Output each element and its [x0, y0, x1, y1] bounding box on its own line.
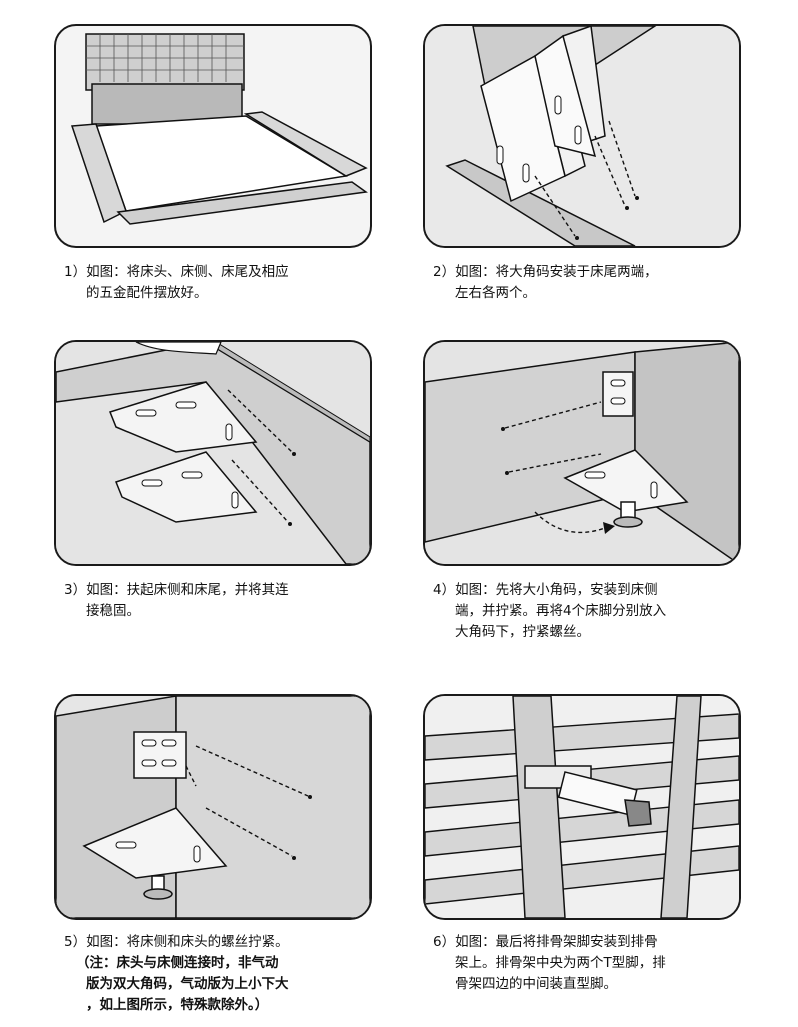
caption-line: 如图：将床头、床侧、床尾及相应 — [86, 264, 289, 280]
caption-line: 如图：扶起床侧和床尾，并将其连 — [86, 582, 289, 598]
step-number: 3） — [64, 582, 87, 598]
caption-line: 如图：将大角码安装于床尾两端， — [455, 264, 658, 280]
step-6-illustration — [423, 694, 741, 920]
step-5-caption: 5）如图：将床侧和床头的螺丝拧紧。 （注：床头与床侧连接时，非气动 版为双大角码… — [64, 932, 374, 1016]
note-line: 版为双大角码，气动版为上小下大 — [86, 976, 289, 992]
caption-line: 骨架四边的中间装直型脚。 — [455, 976, 617, 992]
corner-bracket-icon — [109, 381, 258, 453]
corner-bracket-icon — [115, 451, 258, 523]
step-4-illustration — [423, 340, 741, 566]
foot-rail-bracket-drawing — [425, 26, 739, 246]
caption-line: 接稳固。 — [86, 603, 140, 619]
note-line: （注：床头与床侧连接时，非气动 — [76, 955, 279, 971]
step-number: 6） — [433, 934, 456, 950]
caption-line: 如图：最后将排骨架脚安装到排骨 — [455, 934, 658, 950]
large-corner-bracket-icon — [82, 807, 228, 879]
large-corner-bracket-icon — [563, 449, 689, 513]
step-number: 5） — [64, 934, 87, 950]
caption-line: 的五金配件摆放好。 — [86, 285, 208, 301]
bed-leg-icon — [613, 501, 643, 528]
step-2-illustration — [423, 24, 741, 248]
large-corner-bracket-icon — [534, 26, 606, 158]
caption-line: 如图：先将大小角码，安装到床侧 — [455, 582, 658, 598]
step-1-illustration — [54, 24, 372, 248]
caption-line: 左右各两个。 — [455, 285, 536, 301]
arrow-icon — [603, 522, 615, 534]
slat-frame-leg-drawing — [425, 696, 739, 918]
step-number: 1） — [64, 264, 87, 280]
step-number: 4） — [433, 582, 456, 598]
headboard-side-rail-drawing — [56, 696, 370, 918]
step-6-caption: 6）如图：最后将排骨架脚安装到排骨 架上。排骨架中央为两个T型脚，排 骨架四边的… — [433, 932, 743, 995]
small-corner-bracket-icon — [602, 371, 634, 417]
step-3-illustration — [54, 340, 372, 566]
side-and-foot-rail-drawing — [56, 342, 370, 564]
step-4-caption: 4）如图：先将大小角码，安装到床侧 端，并拧紧。再将4个床脚分别放入 大角码下，… — [433, 580, 743, 643]
step-2-caption: 2）如图：将大角码安装于床尾两端， 左右各两个。 — [433, 262, 733, 304]
step-number: 2） — [433, 264, 456, 280]
step-1-caption: 1）如图：将床头、床侧、床尾及相应 的五金配件摆放好。 — [64, 262, 364, 304]
leg-and-bracket-drawing — [425, 342, 739, 564]
step-3-caption: 3）如图：扶起床侧和床尾，并将其连 接稳固。 — [64, 580, 364, 622]
bed-leg-icon — [143, 875, 173, 900]
note-line: ，如上图所示，特殊款除外。） — [86, 997, 269, 1013]
caption-line: 架上。排骨架中央为两个T型脚，排 — [455, 955, 666, 971]
step-5-illustration — [54, 694, 372, 920]
caption-line: 大角码下，拧紧螺丝。 — [455, 624, 590, 640]
caption-line: 如图：将床侧和床头的螺丝拧紧。 — [86, 934, 289, 950]
caption-line: 端，并拧紧。再将4个床脚分别放入 — [455, 603, 667, 619]
t-leg-icon — [524, 765, 652, 827]
bed-parts-drawing — [70, 33, 368, 225]
small-corner-bracket-icon — [133, 731, 187, 779]
